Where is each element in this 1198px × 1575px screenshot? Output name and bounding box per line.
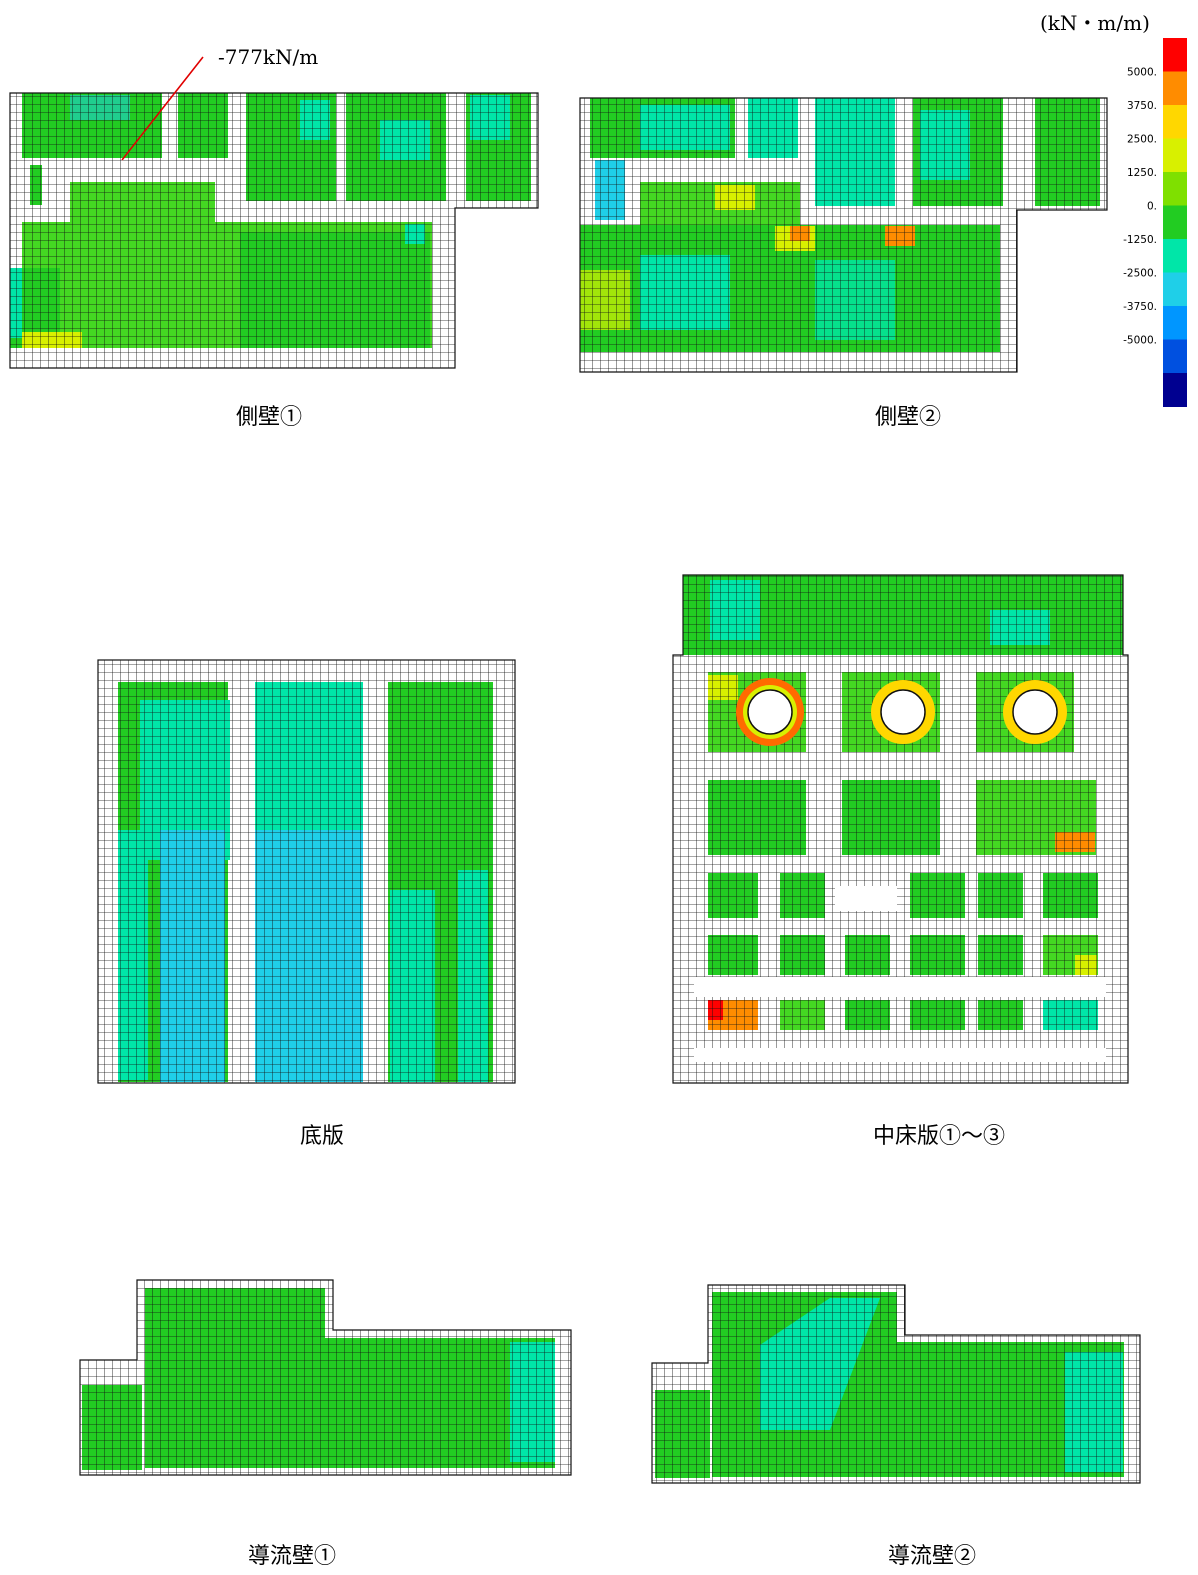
legend-swatch [1163, 71, 1187, 106]
pipe-opening-1 [736, 678, 804, 746]
caption-side-wall-1: 側壁① [236, 405, 302, 430]
legend-swatch [1163, 272, 1187, 307]
legend-label: 5000. [1127, 67, 1157, 79]
legend-swatch [1163, 172, 1187, 206]
guide-wall-2-panel: 導流壁② [651, 1284, 1141, 1569]
legend-label: 0. [1147, 201, 1157, 213]
annotation-text: -777kN/m [218, 45, 318, 69]
legend-swatch [1163, 105, 1187, 139]
legend-swatches [1163, 38, 1187, 407]
guide-wall-1-panel: 導流壁① [79, 1279, 572, 1569]
unit-label: (kN・m/m) [1040, 11, 1150, 35]
legend-label: 2500. [1127, 134, 1157, 146]
legend-swatch [1163, 205, 1187, 240]
legend-swatch [1163, 239, 1187, 273]
side-wall-1-panel: -777kN/m 側壁① [9, 45, 539, 430]
legend-label: 3750. [1127, 100, 1157, 112]
legend-labels: 5000. 3750. 2500. 1250. 0. -1250. -2500. -3750.… [1123, 67, 1157, 347]
mid-floor-panel: 中床版①～③ [672, 574, 1129, 1149]
caption-guide-wall-1: 導流壁① [248, 1544, 336, 1569]
legend-swatch [1163, 138, 1187, 173]
base-slab-panel: 底版 [97, 659, 516, 1149]
legend-swatch [1163, 306, 1187, 340]
legend-label: -1250. [1123, 234, 1157, 246]
legend-label: 1250. [1127, 167, 1157, 179]
legend-swatch [1163, 373, 1187, 407]
legend-swatch [1163, 38, 1187, 72]
legend-label: -2500. [1123, 268, 1157, 280]
caption-mid-floor: 中床版①～③ [873, 1124, 1005, 1149]
caption-guide-wall-2: 導流壁② [888, 1544, 976, 1569]
caption-side-wall-2: 側壁② [875, 405, 941, 430]
color-legend: 5000. 3750. 2500. 1250. 0. -1250. -2500. -3750.… [1123, 38, 1187, 407]
legend-swatch [1163, 339, 1187, 374]
caption-base-slab: 底版 [300, 1124, 344, 1149]
annotation-leader-line [121, 56, 204, 161]
side-wall-2-panel: 側壁② [579, 97, 1108, 430]
pipe-opening-3 [1003, 680, 1067, 744]
legend-label: -3750. [1123, 301, 1157, 313]
pipe-opening-2 [871, 680, 935, 744]
legend-label: -5000. [1123, 335, 1157, 347]
